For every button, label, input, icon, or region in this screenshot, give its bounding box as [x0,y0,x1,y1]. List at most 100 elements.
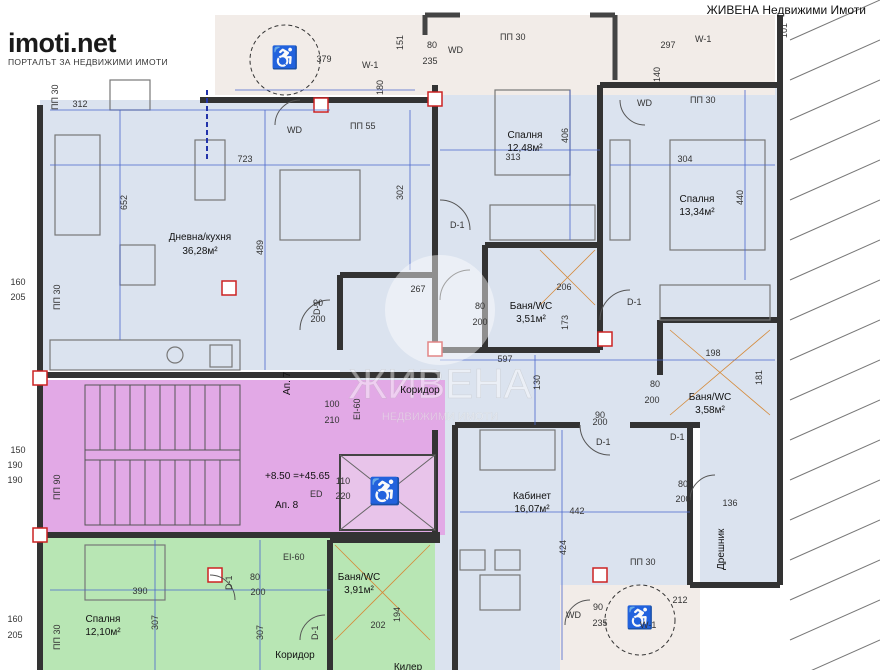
dim-198: 198 [705,348,720,358]
dim-80-e: 80 [427,40,437,50]
dim-80-d: 80 [250,572,260,582]
dim-379: 379 [316,54,331,64]
dim-90-b: 90 [595,410,605,420]
dim-652: 652 [119,195,129,210]
apartment8-zone [40,535,435,670]
staircase [84,384,241,526]
dim-297: 297 [660,40,675,50]
turning-circle-balcony [604,584,676,656]
dim-723: 723 [237,154,252,164]
dim-101: 101 [779,23,789,38]
bath3-area: 3,91м² [344,585,374,596]
dim-235-b: 235 [592,618,607,628]
bedroom3-area: 12,10м² [85,627,121,638]
dim-313: 313 [505,152,520,162]
dim-190-b: 190 [7,475,22,485]
wheelchair-icon-balcony: ♿ [626,605,653,630]
dim-597: 597 [497,354,512,364]
ei60-label: EI-60 [283,552,305,562]
bath1-area: 3,51м² [516,314,546,325]
d1-office: D-1 [596,437,611,447]
d1-bed3: D-1 [224,575,234,590]
watermark-name: ЖИВЕНА [348,360,531,407]
logo-tagline: ПОРТАЛЪТ ЗА НЕДВИЖИМИ ИМОТИ [8,57,168,67]
balcony-zone [560,585,700,670]
elevation-mark: +8.50 =+45.65 [265,471,330,482]
dim-304: 304 [677,154,692,164]
w1-right: W-1 [695,34,711,44]
living-room-area: 36,28м² [182,246,218,257]
bath1-name: Баня/WC [510,301,553,312]
d1-corridor: D-1 [310,625,320,640]
wheelchair-icon: ♿ [369,476,401,506]
bedroom1-area: 12,48м² [507,143,543,154]
pp30-left-bottom: ПП 30 [52,625,62,650]
terrace-zone [215,15,775,95]
pp30-left-top: ПП 30 [50,85,60,110]
dim-100: 100 [324,399,339,409]
dim-160-a: 160 [10,277,25,287]
corridor2-label: Коридор [275,650,315,661]
dim-205-b: 205 [7,630,22,640]
dim-151: 151 [395,35,405,50]
d1-bath2: D-1 [670,432,685,442]
dim-267: 267 [410,284,425,294]
dim-489: 489 [255,240,265,255]
turning-circle-terrace [249,24,321,96]
dim-307-b: 307 [255,625,265,640]
dim-130: 130 [532,375,542,390]
bedroom-furniture [84,89,771,611]
dim-206: 206 [556,282,571,292]
dim-136: 136 [722,498,737,508]
bedroom2-area: 13,34м² [679,207,715,218]
d1-living: D-1 [312,300,322,315]
d1-bed1: D-1 [450,220,465,230]
elevator-shaft [339,454,436,531]
dim-424: 424 [558,540,568,555]
dim-150: 150 [10,445,25,455]
wd-3: WD [637,98,652,108]
watermark-header: ЖИВЕНА Недвижими Имоти [706,3,866,17]
imoti-logo: imoti.net ПОРТАЛЪТ ЗА НЕДВИЖИМИ ИМОТИ [8,28,168,67]
dim-194: 194 [392,607,402,622]
bath3-name: Баня/WC [338,572,381,583]
dim-173: 173 [560,315,570,330]
dim-307-a: 307 [150,615,160,630]
office-name: Кабинет [513,490,551,502]
dim-181: 181 [754,370,764,385]
dim-80-b: 80 [650,379,660,389]
dim-440: 440 [735,190,745,205]
wd-4: WD [566,610,581,620]
wd-2: WD [448,45,463,55]
bath2-name: Баня/WC [689,392,732,403]
dim-212: 212 [672,595,687,605]
closet-label: Дрешник [716,528,727,570]
bedroom1-name: Спалня [508,130,543,141]
dim-80-c: 80 [678,479,688,489]
bedroom3-name: Спалня [86,614,121,625]
dim-200-a: 200 [310,314,325,324]
door-swings [209,99,716,641]
corridor1-label: Коридор [400,385,440,396]
pp30-bottom: ПП 30 [630,557,655,567]
dim-220: 220 [335,491,350,501]
bathroom-tiles [334,249,771,641]
dim-200-f: 200 [250,587,265,597]
living-room-zone [40,100,435,370]
watermark-sub: НЕДВИЖИМИ ИМОТИ [382,411,498,423]
storage-label: Килер [394,662,423,670]
dim-80-a: 80 [475,301,485,311]
ed-label: ED [310,489,323,499]
bath2-area: 3,58м² [695,405,725,416]
logo-brand: imoti.net [8,28,116,58]
w1-terrace: W-1 [362,60,378,70]
w1-balcony: W-1 [640,620,656,630]
dim-302: 302 [395,185,405,200]
dim-190-a: 190 [7,460,22,470]
dim-210: 210 [324,415,339,425]
center-watermark: ЖИВЕНА НЕДВИЖИМИ ИМОТИ [348,255,532,423]
facade-hatch [789,0,880,670]
dim-312: 312 [72,99,87,109]
dim-200-d: 200 [592,417,607,427]
